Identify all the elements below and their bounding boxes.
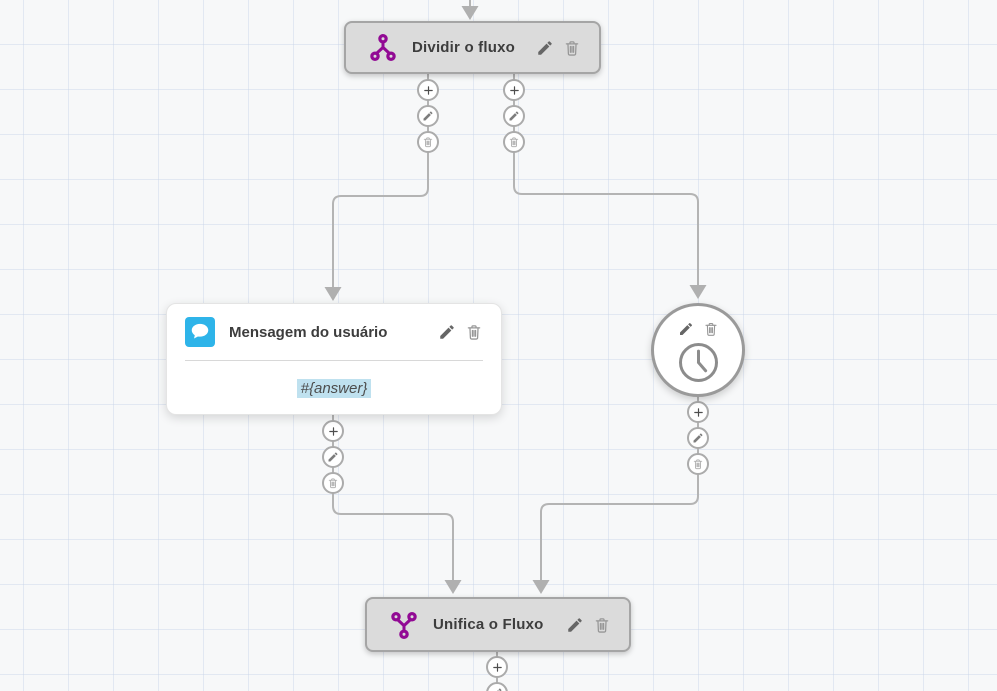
arrowhead-into-timer (689, 285, 707, 299)
divider (185, 360, 483, 361)
connector-actions-timer-out (687, 401, 709, 475)
delete-connector-button[interactable] (417, 131, 439, 153)
chat-bubble-icon (185, 317, 215, 347)
add-node-button[interactable] (687, 401, 709, 423)
edit-connector-button[interactable] (503, 105, 525, 127)
node-merge-flow[interactable]: Unifica o Fluxo (365, 597, 631, 652)
connector-actions-split-right (503, 79, 525, 153)
delete-connector-button[interactable] (322, 472, 344, 494)
edit-connector-button[interactable] (687, 427, 709, 449)
edit-connector-button[interactable] (486, 682, 508, 691)
connector-actions-message-out (322, 420, 344, 494)
variable-chip[interactable]: #{answer} (296, 378, 372, 398)
node-title: Mensagem do usuário (229, 323, 388, 341)
node-split-flow[interactable]: Dividir o fluxo (344, 21, 601, 74)
edit-connector-button[interactable] (417, 105, 439, 127)
add-node-button[interactable] (417, 79, 439, 101)
connector-split-to-timer (513, 74, 699, 287)
edit-icon[interactable] (438, 323, 456, 341)
edit-icon[interactable] (536, 39, 554, 57)
connector-actions-split-left (417, 79, 439, 153)
connector-split-to-message (332, 74, 429, 289)
connector-actions-merge-out (486, 656, 508, 691)
merge-flow-icon (389, 610, 419, 640)
add-node-button[interactable] (503, 79, 525, 101)
arrowhead-message-into-merge (444, 580, 462, 594)
node-user-message[interactable]: Mensagem do usuário #{answer} (166, 303, 502, 415)
node-header: Mensagem do usuário (167, 304, 501, 360)
split-flow-icon (368, 33, 398, 63)
delete-icon[interactable] (563, 39, 581, 57)
delete-icon[interactable] (465, 323, 483, 341)
arrowhead-into-split (461, 6, 479, 20)
arrowhead-timer-into-merge (532, 580, 550, 594)
edit-icon[interactable] (678, 321, 694, 337)
node-timer[interactable] (651, 303, 745, 397)
edit-icon[interactable] (566, 616, 584, 634)
node-title: Dividir o fluxo (412, 39, 516, 56)
edit-connector-button[interactable] (322, 446, 344, 468)
node-title: Unifica o Fluxo (433, 616, 544, 633)
delete-connector-button[interactable] (503, 131, 525, 153)
arrowhead-into-message (324, 287, 342, 301)
node-body: #{answer} (167, 361, 501, 415)
delete-icon[interactable] (593, 616, 611, 634)
clock-icon (676, 340, 721, 385)
connector-message-to-merge (332, 415, 454, 582)
add-node-button[interactable] (322, 420, 344, 442)
add-node-button[interactable] (486, 656, 508, 678)
delete-connector-button[interactable] (687, 453, 709, 475)
delete-icon[interactable] (703, 321, 719, 337)
connector-timer-to-merge (540, 397, 699, 582)
